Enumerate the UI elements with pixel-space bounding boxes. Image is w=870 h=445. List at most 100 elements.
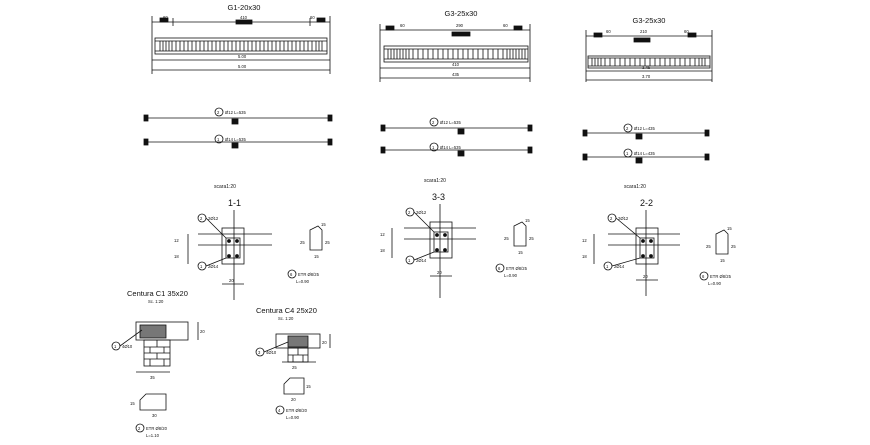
section-scale: scara1:20 xyxy=(214,184,236,190)
stir-d: 15 xyxy=(525,218,530,223)
bar-bot: Ø14 L=535 xyxy=(440,145,462,150)
stir-w: 30 xyxy=(152,413,157,418)
top-bar: 2Ø12 xyxy=(208,216,219,221)
beam-title: G3-25x30 xyxy=(445,9,478,18)
beam-title: G1-20x30 xyxy=(228,3,261,12)
bar-top: Ø12 L=535 xyxy=(440,120,462,125)
dim-w: 20 xyxy=(643,274,648,279)
section-name: 1-1 xyxy=(228,198,241,208)
beam-g1-elevation: G1-20x30 60 410 60 5.00 5.00 2 1 Ø12 L=5… xyxy=(143,3,333,149)
bot-bar: 2Ø14 xyxy=(208,264,219,269)
top-bar: 2Ø12 xyxy=(416,210,427,215)
bot-bar: 2Ø14 xyxy=(416,258,427,263)
stirrup-len: L=0.90 xyxy=(708,281,722,286)
section-3-3: scara1:20 3-3 18 12 20 2 2Ø12 1 2Ø14 25 … xyxy=(380,178,534,298)
belt-c1: Centura C1 35x20 Sc. 1:20 20 35 1 4Ø10 1… xyxy=(111,289,205,438)
dim-mid: 210 xyxy=(640,29,648,34)
bar-bot-mark: 1 xyxy=(626,151,629,156)
dim-right: 60 xyxy=(310,15,315,20)
stir-d: 15 xyxy=(321,222,326,227)
top-mark: 2 xyxy=(200,216,203,221)
stirrup-mark: 4 xyxy=(278,408,281,413)
stir-b: 25 xyxy=(325,240,330,245)
stir-b: 25 xyxy=(529,236,534,241)
stirrup-len: L=1.10 xyxy=(146,433,160,438)
len-a: 5.00 xyxy=(238,54,247,59)
section-name: 3-3 xyxy=(432,192,445,202)
dim-w: 20 xyxy=(437,270,442,275)
bot-mark: 1 xyxy=(606,264,609,269)
stir-h: 15 xyxy=(306,384,311,389)
stirrup: ETR Ø8/25 xyxy=(298,272,320,277)
dim-v1: 18 xyxy=(380,248,385,253)
bar-top: Ø12 L=435 xyxy=(634,126,656,131)
dim-right: 60 xyxy=(503,23,508,28)
dim-h: 20 xyxy=(200,329,205,334)
bar-bot: Ø14 L=435 xyxy=(634,151,656,156)
stirrup: ETR Ø8/20 xyxy=(146,426,168,431)
bar: 4Ø10 xyxy=(266,350,277,355)
bar: 4Ø10 xyxy=(122,344,133,349)
dim-v1: 18 xyxy=(174,254,179,259)
len-b: 435 xyxy=(452,72,460,77)
stirrup-mark: 6 xyxy=(290,272,293,277)
stir-a: 25 xyxy=(706,244,711,249)
stir-b: 25 xyxy=(731,244,736,249)
bar-mark: 3 xyxy=(258,350,261,355)
bar-top-mark: 2 xyxy=(432,120,435,125)
beam-g3-elevation-a: G3-25x30 60 290 60 410 435 2 1 Ø12 L=535… xyxy=(379,9,533,157)
bot-mark: 1 xyxy=(200,264,203,269)
stir-c: 15 xyxy=(518,250,523,255)
beam-title: G3-25x30 xyxy=(633,16,666,25)
belt-title: Centura C4 25x20 xyxy=(256,306,317,315)
top-bar: 2Ø12 xyxy=(618,216,629,221)
stir-h: 15 xyxy=(130,401,135,406)
stirrup-mark: 6 xyxy=(498,266,501,271)
section-name: 2-2 xyxy=(640,198,653,208)
len-b: 3.70 xyxy=(642,74,651,79)
bar-mark: 1 xyxy=(114,344,117,349)
dim-w: 35 xyxy=(150,375,155,380)
dim-w: 25 xyxy=(292,365,297,370)
stirrup-len: L=0.90 xyxy=(504,273,518,278)
stirrup-len: L=0.90 xyxy=(286,415,300,420)
bar-top: Ø12 L=535 xyxy=(225,110,247,115)
stir-w: 20 xyxy=(291,397,296,402)
stir-d: 15 xyxy=(727,226,732,231)
section-scale: scara1:20 xyxy=(624,184,646,190)
dim-v2: 12 xyxy=(582,238,587,243)
bar-bot-mark: 1 xyxy=(432,145,435,150)
stirrup-mark: 2 xyxy=(138,426,141,431)
bot-bar: 2Ø14 xyxy=(614,264,625,269)
section-scale: scara1:20 xyxy=(424,178,446,184)
dim-left: 60 xyxy=(400,23,405,28)
belt-title: Centura C1 35x20 xyxy=(127,289,188,298)
len-a: 410 xyxy=(452,62,460,67)
bar-top-mark: 2 xyxy=(626,126,629,131)
dim-mid: 290 xyxy=(456,23,464,28)
dim-left: 60 xyxy=(163,15,168,20)
belt-scale: Sc. 1:20 xyxy=(278,316,294,321)
section-2-2: scara1:20 2-2 18 12 20 2 2Ø12 1 2Ø14 25 … xyxy=(582,184,736,296)
stir-c: 15 xyxy=(720,258,725,263)
belt-scale: Sc. 1:20 xyxy=(148,299,164,304)
bar-bot: Ø14 L=535 xyxy=(225,137,247,142)
section-1-1: scara1:20 1-1 18 12 20 2 2Ø12 1 2Ø14 25 … xyxy=(174,184,330,300)
stir-a: 25 xyxy=(504,236,509,241)
len-a: 3.45 xyxy=(642,65,651,70)
top-mark: 2 xyxy=(610,216,613,221)
dim-w: 20 xyxy=(229,278,234,283)
stir-c: 15 xyxy=(314,254,319,259)
dim-mid: 410 xyxy=(240,15,248,20)
dim-right: 60 xyxy=(684,29,689,34)
dim-v1: 18 xyxy=(582,254,587,259)
top-mark: 2 xyxy=(408,210,411,215)
bot-mark: 1 xyxy=(408,258,411,263)
stirrup-mark: 6 xyxy=(702,274,705,279)
stirrup-len: L=0.90 xyxy=(296,279,310,284)
stirrup: ETR Ø8/25 xyxy=(506,266,528,271)
dim-v2: 12 xyxy=(380,232,385,237)
stir-a: 25 xyxy=(300,240,305,245)
dim-left: 60 xyxy=(606,29,611,34)
